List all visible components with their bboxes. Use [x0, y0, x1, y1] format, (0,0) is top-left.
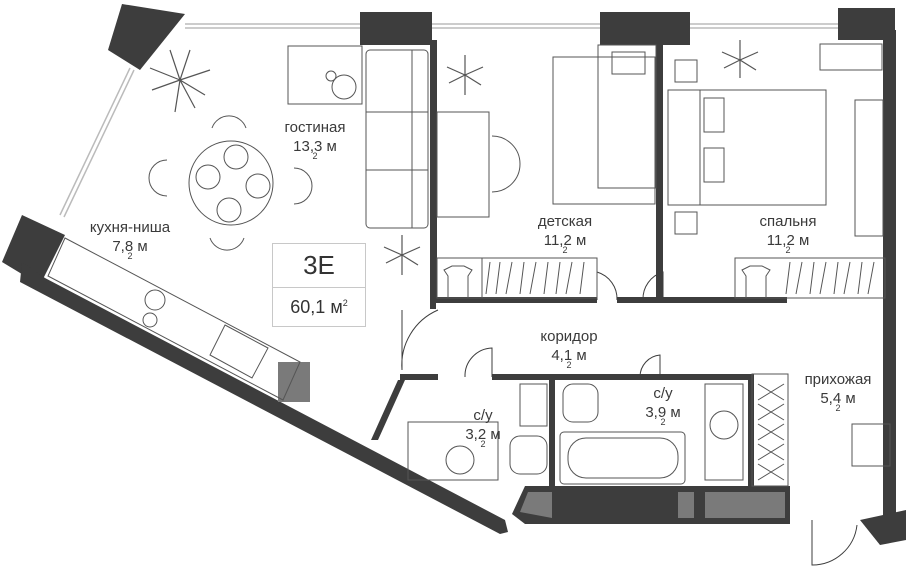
room-name: с/у — [473, 407, 493, 424]
window-lines — [59, 23, 838, 218]
apartment-code: 3E — [303, 250, 335, 280]
room-name: детская — [537, 213, 593, 230]
room-area: 7,8 м — [112, 238, 148, 255]
apartment-badge: 3E 60,1 м2 — [272, 243, 366, 327]
doors — [401, 271, 858, 566]
wall-infill — [278, 362, 785, 518]
wardrobe-hatching — [485, 261, 875, 481]
room-name: гостиная — [284, 119, 346, 136]
furniture — [47, 43, 891, 487]
room-area: 13,3 м — [293, 138, 337, 155]
room-name: коридор — [540, 328, 598, 345]
room-name: прихожая — [804, 371, 872, 388]
room-area: 11,2 м — [766, 232, 810, 249]
room-area: 4,1 м — [551, 347, 587, 364]
room-name: с/у — [653, 385, 673, 402]
room-area: 3,2 м — [465, 426, 501, 443]
room-area: 11,2 м — [543, 232, 587, 249]
room-name: кухня-ниша — [89, 219, 171, 236]
badge-divider — [273, 287, 365, 288]
room-area: 5,4 м — [820, 390, 856, 407]
walls — [2, 4, 906, 545]
plant-icon — [149, 40, 759, 275]
room-area: 3,9 м — [645, 404, 681, 421]
apartment-area: 60,1 м2 — [290, 297, 348, 317]
room-name: спальня — [759, 213, 817, 230]
